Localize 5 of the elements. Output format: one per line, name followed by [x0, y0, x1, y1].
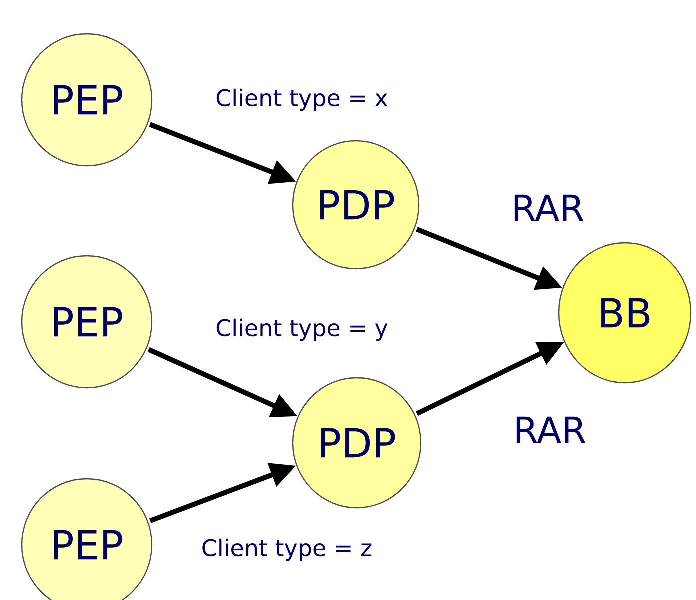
- edge-label: Client type = y: [216, 318, 388, 342]
- edge-label: Client type = x: [216, 88, 388, 112]
- edge-label: Client type = z: [202, 538, 372, 562]
- edge-label: RAR: [514, 194, 584, 222]
- edge-label: RAR: [516, 416, 586, 444]
